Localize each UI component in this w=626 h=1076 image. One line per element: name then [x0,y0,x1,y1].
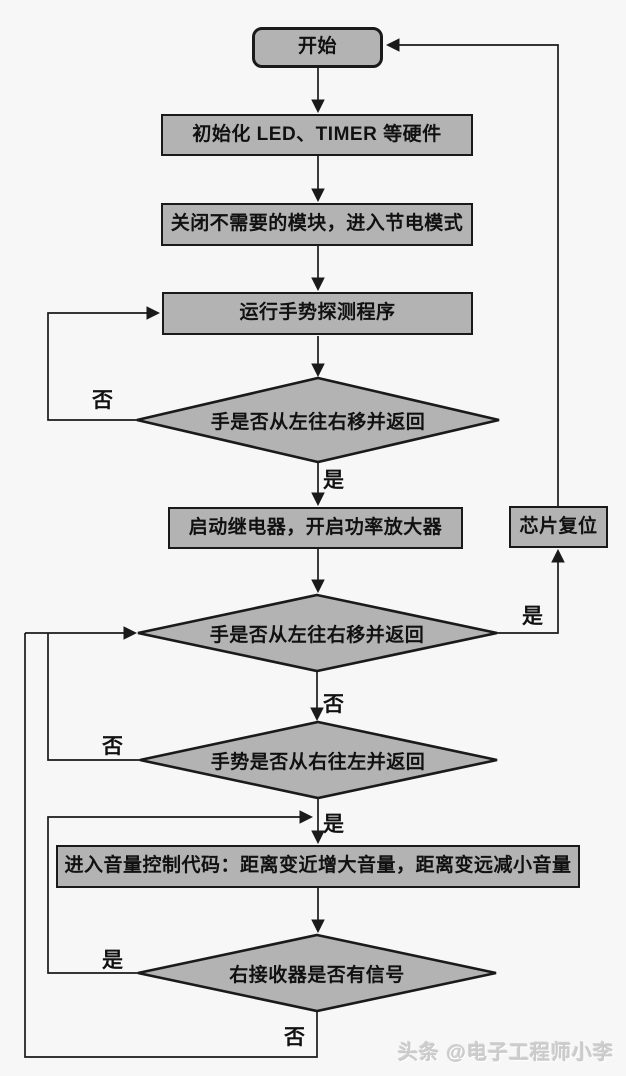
watermark-text: 头条 @电子工程师小李 [397,1042,614,1064]
process-init-hardware: 初始化 LED、TIMER 等硬件 [161,114,473,156]
edge-label-decision1-yes: 是 [323,469,344,492]
edge-label-decision3-no: 否 [102,735,123,758]
edge-decision1-no-loop [47,306,161,421]
decision-right-receiver-shape [137,933,497,1013]
edge-signal-no-outer-loop [24,633,318,1058]
edge-chipreset-to-start [385,38,559,506]
edge-signal-yes-loop [47,810,314,974]
edge-label-decision4-no: 否 [284,1026,305,1049]
edge-label-decision2-yes: 是 [522,605,543,628]
edge-decision3-no-loop [47,633,140,761]
process-chip-reset: 芯片复位 [509,506,608,548]
edge-label-decision3-yes: 是 [323,813,344,836]
decision-hand-lr-2-shape [137,593,498,673]
edge-label-decision2-no: 否 [323,693,344,716]
decision-hand-lr-1-shape [136,376,500,464]
process-start-relay-amplifier: 启动继电器，开启功率放大器 [168,507,463,549]
edge-decision2-yes-to-chipreset [497,548,565,634]
edge-label-decision1-no: 否 [92,389,113,412]
process-power-save-mode: 关闭不需要的模块，进入节电模式 [161,203,473,246]
process-run-gesture-detect: 运行手势探测程序 [162,292,473,335]
start-node: 开始 [252,27,383,68]
decision-hand-rl-shape [139,720,498,800]
edge-label-decision4-yes: 是 [102,949,123,972]
process-volume-control: 进入音量控制代码：距离变近增大音量，距离变远减小音量 [56,845,580,888]
